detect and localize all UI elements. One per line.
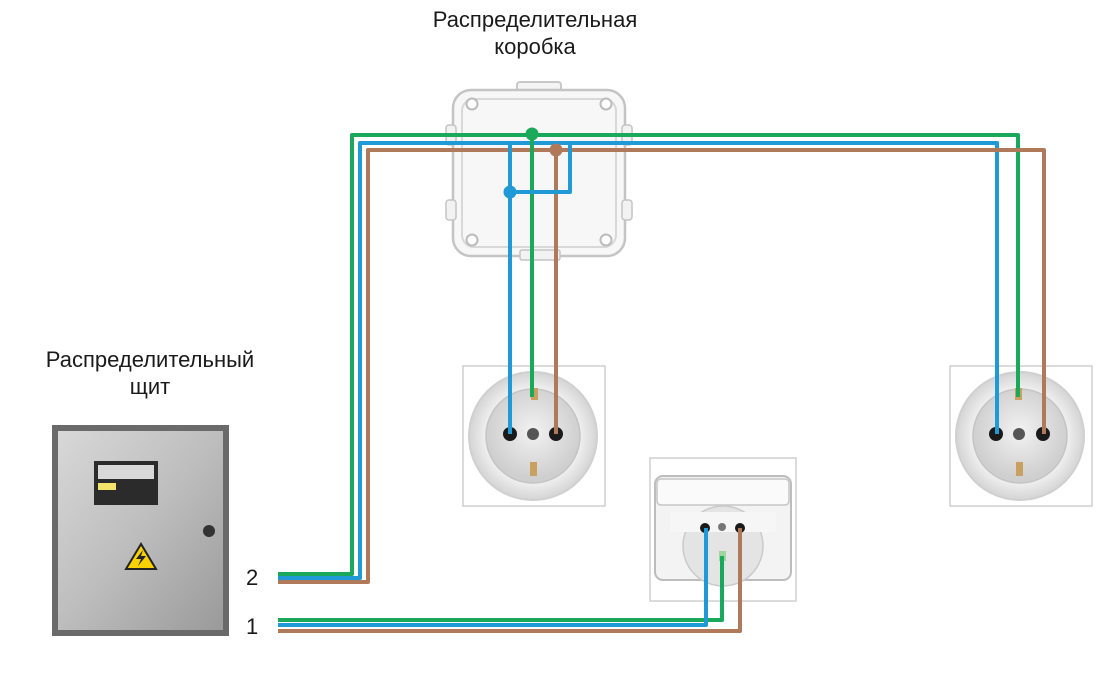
junction-box: [445, 81, 633, 261]
neutral-junction-node: [503, 185, 517, 199]
socket-middle-center-screw: [718, 523, 726, 531]
junction-nodes: [503, 127, 563, 199]
panel-breaker-indicator: [98, 483, 116, 490]
wire-neutral-jumper: [510, 143, 572, 194]
junction-box-label: Распределительная коробка: [370, 6, 700, 60]
wire-earth-line-2: [278, 133, 1020, 576]
wire-neutral-line-1: [278, 528, 708, 627]
socket-middle-lid-shadow: [670, 512, 776, 532]
panel-label: Распределительный щит: [0, 346, 300, 400]
line-1-label: 1: [246, 614, 259, 639]
lightning-bolt-icon: [136, 550, 146, 566]
junction-box-label-line1: Распределительная: [432, 7, 638, 32]
wire-phase-line-1: [278, 528, 742, 633]
panel-label-line1: Распределительный: [45, 347, 255, 372]
socket-left-earth-contact: [530, 462, 537, 476]
wires-line-2: [278, 133, 1046, 584]
socket-right: [949, 365, 1093, 507]
socket-right-center-screw: [1013, 428, 1025, 440]
distribution-panel: [52, 425, 229, 636]
junction-box-label-line2: коробка: [494, 34, 576, 59]
wire-phase-line-2: [278, 148, 1046, 584]
junction-box-screw: [465, 233, 479, 247]
wire-earth-line-1: [278, 556, 724, 622]
earth-junction-node: [525, 127, 539, 141]
panel-breaker: [98, 465, 154, 479]
junction-box-screw: [599, 97, 613, 111]
panel-label-line2: щит: [129, 374, 171, 399]
junction-box-side-tab: [621, 199, 633, 221]
phase-junction-node: [549, 143, 563, 157]
wire-neutral-line-2: [278, 141, 999, 580]
junction-box-body: [451, 88, 627, 258]
junction-box-screw: [465, 97, 479, 111]
line-2-label: 2: [246, 565, 259, 590]
socket-right-earth-contact: [1016, 462, 1023, 476]
panel-lock-icon: [203, 525, 215, 537]
junction-box-side-tab: [445, 199, 457, 221]
junction-box-rim: [461, 98, 617, 248]
socket-left-center-screw: [527, 428, 539, 440]
junction-box-screw: [599, 233, 613, 247]
panel-door: [58, 431, 223, 630]
socket-middle-lid: [656, 478, 790, 506]
wires-line-1: [278, 528, 742, 633]
socket-left-earth-contact: [531, 388, 538, 400]
